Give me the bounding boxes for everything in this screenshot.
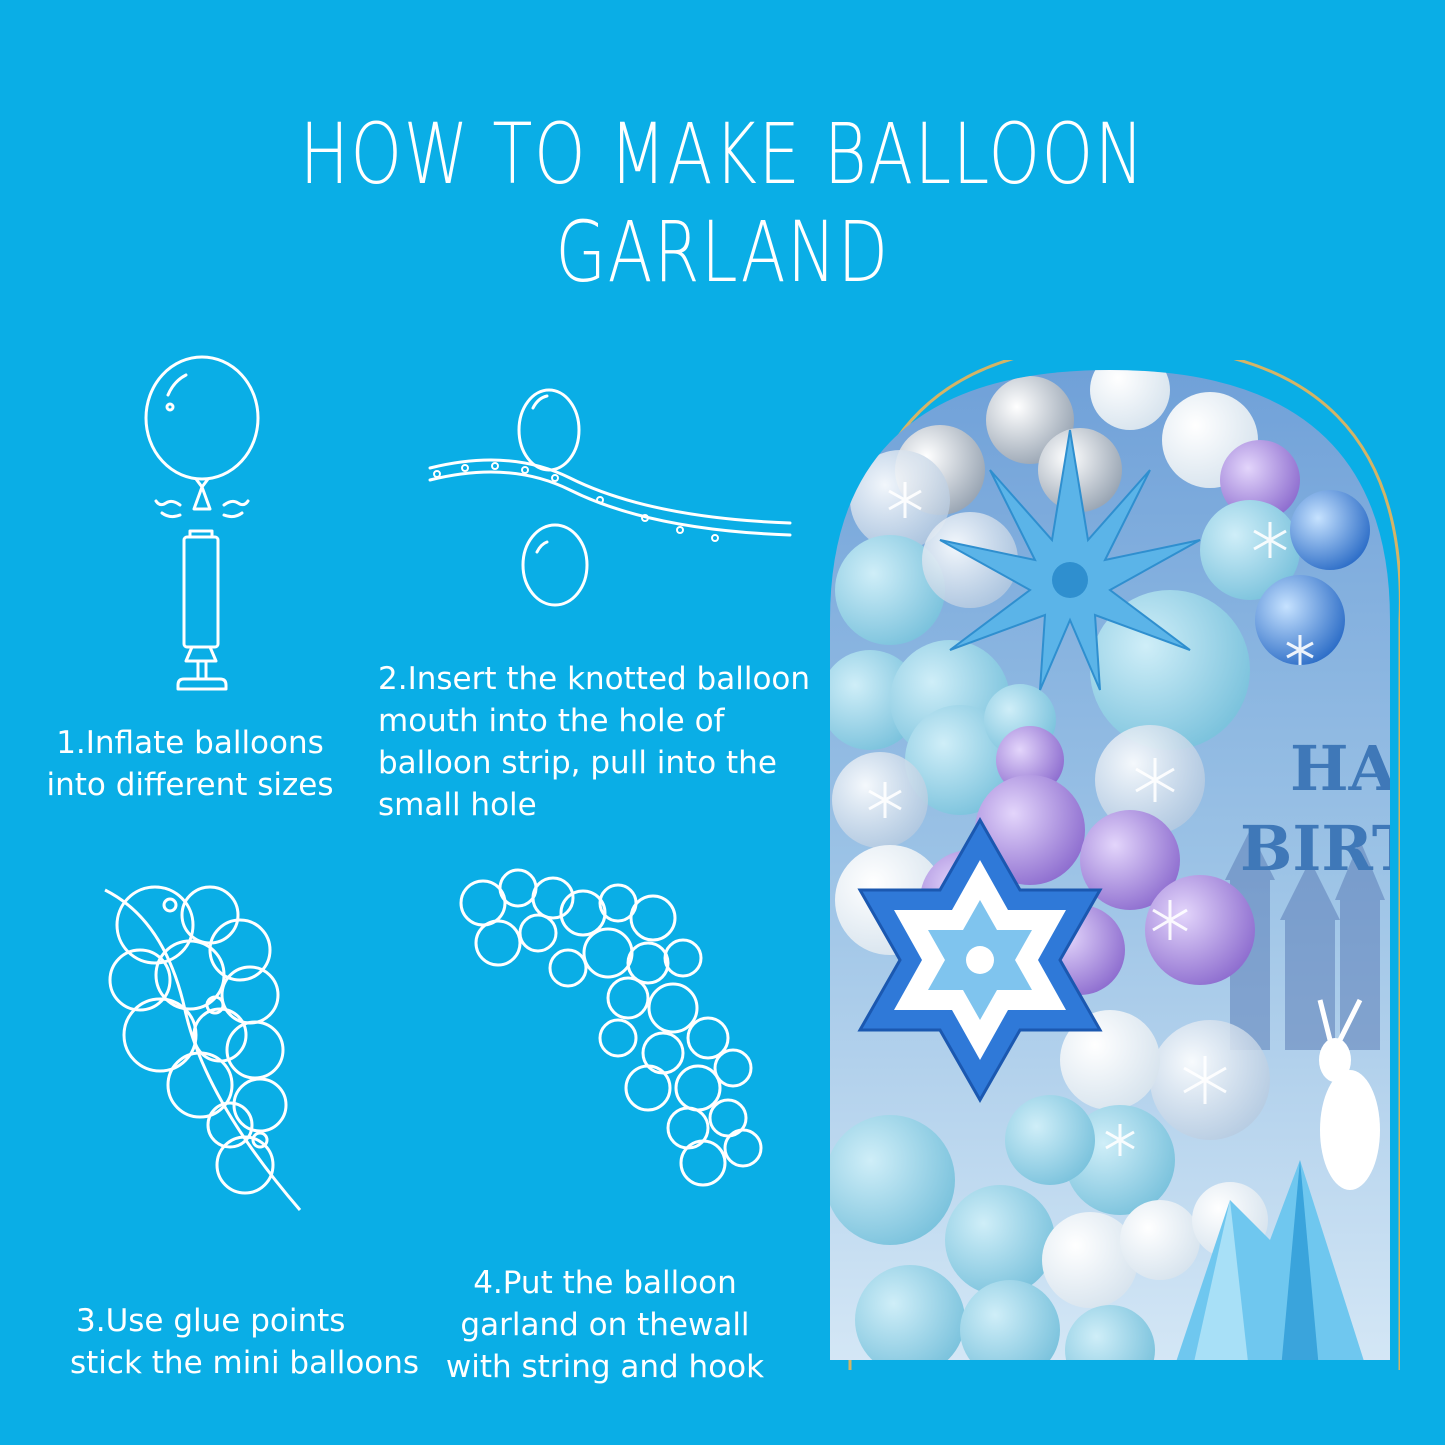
step-2-line-1: 2.Insert the knotted balloon (378, 661, 811, 697)
step-1-text: 1.Inflate balloons into different sizes (30, 722, 350, 806)
step-4-text: 4.Put the balloon garland on thewall wit… (440, 1262, 770, 1388)
ice-crystal-decor (1170, 1160, 1370, 1360)
balloon-garland (830, 370, 1370, 1360)
starburst-balloon-icon (939, 429, 1201, 691)
balloon-strip-icon (425, 380, 795, 610)
step-3-line-1: 3.Use glue points (76, 1303, 346, 1339)
balloon-cluster-icon (100, 885, 310, 1215)
step-3-line-2: stick the mini balloons (70, 1345, 420, 1381)
deer-decor (1317, 998, 1380, 1190)
step-3-text: 3.Use glue points stick the mini balloon… (70, 1300, 430, 1384)
step-2-line-4: small hole (378, 787, 537, 823)
snowflake-balloon-icon (857, 816, 1103, 1104)
step-2-line-3: balloon strip, pull into the (378, 745, 777, 781)
step-4-line-1: 4.Put the balloon (473, 1265, 737, 1301)
step-1-line-1: 1.Inflate balloons (56, 725, 324, 761)
step-2-text: 2.Insert the knotted balloon mouth into … (378, 658, 838, 826)
step-4-line-2: garland on thewall (460, 1307, 750, 1343)
balloon-pump-icon (140, 355, 270, 700)
banner-text-line-1: HA (1290, 732, 1398, 805)
banner-text-line-2: BIRT (1240, 812, 1400, 885)
step-2-line-2: mouth into the hole of (378, 703, 725, 739)
balloon-garland-icon (458, 868, 768, 1188)
product-photo: HA BIRT (830, 343, 1402, 1384)
step-4-line-3: with string and hook (445, 1349, 765, 1385)
page-title: HOW TO MAKE BALLOON GARLAND (299, 105, 1146, 301)
step-1-line-2: into different sizes (46, 767, 334, 803)
